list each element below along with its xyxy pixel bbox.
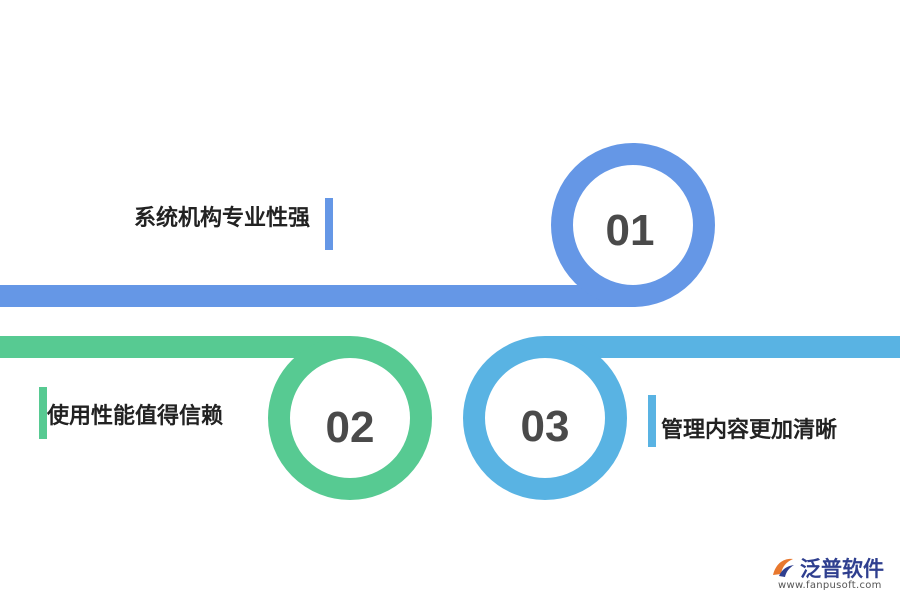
fanpu-logo-icon (773, 558, 794, 577)
step-number-01: 01 (606, 206, 655, 255)
step-label-01: 系统机构专业性强 (133, 206, 310, 231)
label-accent-bar-03 (648, 395, 656, 447)
logo-url: www.fanpusoft.com (778, 580, 882, 591)
label-accent-bar-02 (39, 387, 47, 439)
brand-logo: 泛普软件 www.fanpusoft.com (770, 553, 895, 595)
logo-name: 泛普软件 (800, 557, 884, 581)
step-label-02: 使用性能值得信赖 (47, 404, 224, 429)
step-label-03: 管理内容更加清晰 (661, 418, 838, 443)
step-ring-01 (551, 143, 715, 307)
label-accent-bar-01 (325, 198, 333, 250)
step-number-02: 02 (326, 403, 375, 452)
step-ring-03 (463, 336, 627, 500)
step-ring-02 (268, 336, 432, 500)
step-number-03: 03 (521, 402, 570, 451)
